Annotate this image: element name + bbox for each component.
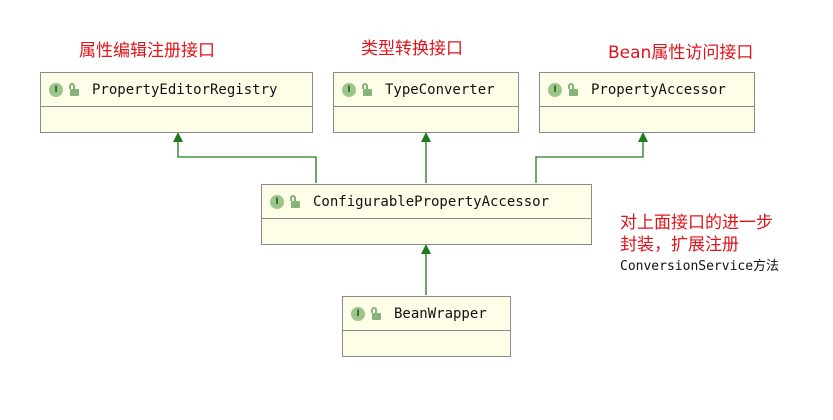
interface-name: TypeConverter — [385, 81, 495, 98]
interface-name: ConfigurablePropertyAccessor — [313, 193, 550, 210]
public-lock-icon — [289, 194, 301, 209]
interface-i-icon: I — [342, 82, 356, 97]
interface-name: BeanWrapper — [394, 305, 487, 322]
arrow-configurable-to-accessor — [535, 140, 644, 183]
interface-header: I ConfigurablePropertyAccessor — [262, 185, 591, 219]
interface-i-icon: I — [351, 306, 365, 321]
interface-header: I BeanWrapper — [343, 297, 510, 331]
public-lock-icon — [361, 82, 373, 97]
arrowhead-accessor — [638, 132, 648, 142]
annotation-editor-registry: 属性编辑注册接口 — [79, 41, 215, 61]
annotation-configurable-line2: 封装，扩展注册 — [620, 235, 739, 255]
annotation-property-accessor: Bean属性访问接口 — [608, 43, 754, 63]
arrow-configurable-to-registry — [177, 140, 317, 183]
interface-box-type-converter[interactable]: I TypeConverter — [333, 72, 519, 133]
interface-header: I PropertyEditorRegistry — [41, 73, 312, 107]
annotation-type-converter: 类型转换接口 — [361, 39, 463, 59]
annotation-configurable-line1: 对上面接口的进一步 — [620, 213, 773, 233]
interface-name: PropertyAccessor — [591, 81, 726, 98]
arrowhead-registry — [173, 132, 183, 142]
interface-header: I TypeConverter — [334, 73, 518, 107]
arrowhead-typeconverter — [421, 132, 431, 142]
annotation-configurable-line3: ConversionService方法 — [620, 259, 780, 274]
interface-box-property-accessor[interactable]: I PropertyAccessor — [539, 72, 755, 133]
interface-box-property-editor-registry[interactable]: I PropertyEditorRegistry — [40, 72, 313, 133]
interface-box-configurable-property-accessor[interactable]: I ConfigurablePropertyAccessor — [261, 184, 592, 245]
interface-i-icon: I — [270, 194, 284, 209]
interface-i-icon: I — [49, 82, 63, 97]
interface-header: I PropertyAccessor — [540, 73, 754, 107]
interface-box-bean-wrapper[interactable]: I BeanWrapper — [342, 296, 511, 357]
arrowhead-configurable — [421, 244, 431, 254]
public-lock-icon — [68, 82, 80, 97]
public-lock-icon — [370, 306, 382, 321]
interface-i-icon: I — [548, 82, 562, 97]
interface-name: PropertyEditorRegistry — [92, 81, 278, 98]
public-lock-icon — [567, 82, 579, 97]
